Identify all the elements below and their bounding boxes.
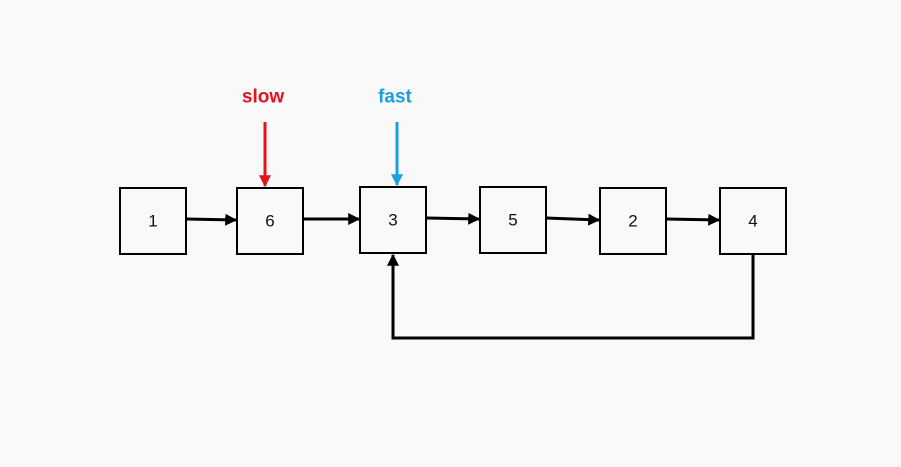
fast-pointer: fast xyxy=(378,87,413,187)
next-arrow xyxy=(185,213,238,226)
node-value: 4 xyxy=(748,212,757,231)
node-box xyxy=(479,186,547,254)
list-node: 6 xyxy=(236,187,304,255)
next-arrow xyxy=(545,213,601,226)
list-node: 2 xyxy=(599,187,667,255)
list-node: 5 xyxy=(479,186,547,254)
node-value: 6 xyxy=(265,212,274,231)
next-arrow xyxy=(665,213,721,226)
node-value: 2 xyxy=(628,212,637,231)
list-node: 3 xyxy=(359,186,427,254)
node-value: 5 xyxy=(508,211,517,230)
node-box xyxy=(236,187,304,255)
next-arrow xyxy=(425,212,481,225)
slow-pointer: slow xyxy=(242,87,284,188)
list-node: 1 xyxy=(119,187,187,255)
edges-layer xyxy=(185,212,755,340)
fast-pointer-label: fast xyxy=(378,87,412,108)
pointers-layer: slow fast xyxy=(242,87,413,188)
node-box xyxy=(359,186,427,254)
node-box xyxy=(119,187,187,255)
list-node: 4 xyxy=(719,187,787,255)
node-box xyxy=(719,187,787,255)
slow-pointer-label: slow xyxy=(242,87,284,108)
nodes-layer: 1 6 3 5 2 4 xyxy=(119,186,787,255)
cycle-back-arrow xyxy=(387,253,755,340)
node-value: 1 xyxy=(148,212,157,231)
node-box xyxy=(599,187,667,255)
node-value: 3 xyxy=(388,211,397,230)
